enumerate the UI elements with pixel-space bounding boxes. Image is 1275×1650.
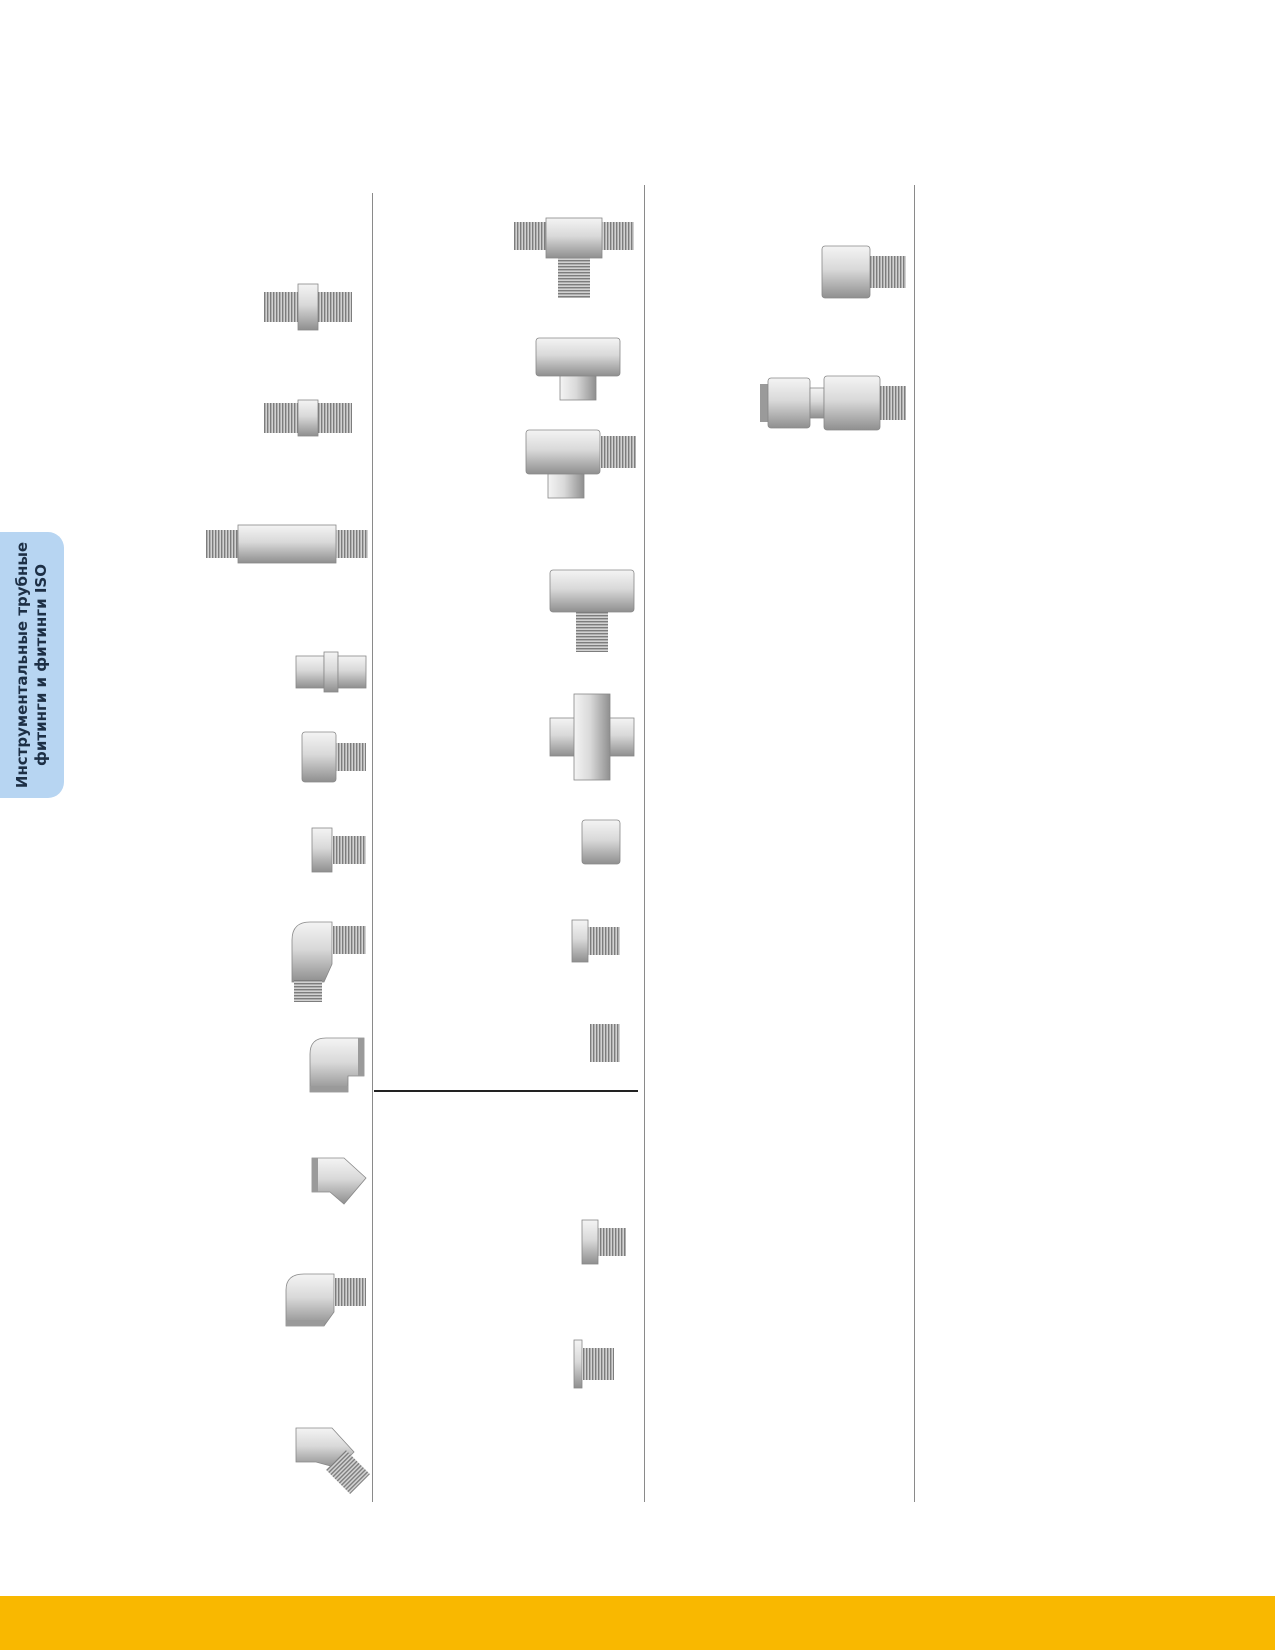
square-plug-image bbox=[590, 1024, 620, 1062]
footer-bar bbox=[0, 1596, 1275, 1650]
section-separator bbox=[374, 1090, 638, 1092]
male-tee-image bbox=[514, 217, 634, 298]
hex-cap-image bbox=[581, 819, 621, 865]
long-nipple-image bbox=[206, 524, 368, 564]
section-side-tab: Инструментальные трубные фитинги и фитин… bbox=[0, 532, 64, 798]
close-nipple-image bbox=[264, 399, 352, 437]
section-side-tab-label: Инструментальные трубные фитинги и фитин… bbox=[13, 542, 51, 788]
side-tab-line-1: Инструментальные трубные bbox=[13, 541, 31, 789]
hex-nipple-image bbox=[264, 282, 352, 332]
female-cross-image bbox=[549, 693, 635, 781]
male-branch-tee-image bbox=[549, 569, 635, 652]
female-elbow-45-image bbox=[310, 1156, 368, 1206]
street-elbow-image bbox=[288, 920, 366, 1002]
female-branch-elbow-image bbox=[284, 1272, 366, 1328]
female-tee-image bbox=[535, 337, 621, 401]
side-tab-line-2: фитинги и фитинги ISO bbox=[32, 564, 50, 766]
hex-plug-image bbox=[311, 827, 366, 873]
hex-head-plug-image bbox=[571, 919, 620, 963]
column-divider-3 bbox=[914, 185, 915, 1502]
female-elbow-image bbox=[308, 1036, 366, 1094]
male-run-tee-image bbox=[525, 429, 636, 499]
flange-plug-image bbox=[573, 1339, 614, 1389]
female-coupling-image bbox=[295, 651, 367, 693]
bleed-plug-image bbox=[581, 1219, 626, 1265]
column-divider-1 bbox=[372, 193, 373, 1502]
column-divider-2 bbox=[644, 185, 645, 1502]
tube-adapter-image bbox=[760, 375, 906, 431]
female-adapter-image bbox=[821, 245, 906, 299]
reducing-adapter-image bbox=[301, 731, 366, 783]
street-elbow-45-image bbox=[294, 1426, 370, 1496]
